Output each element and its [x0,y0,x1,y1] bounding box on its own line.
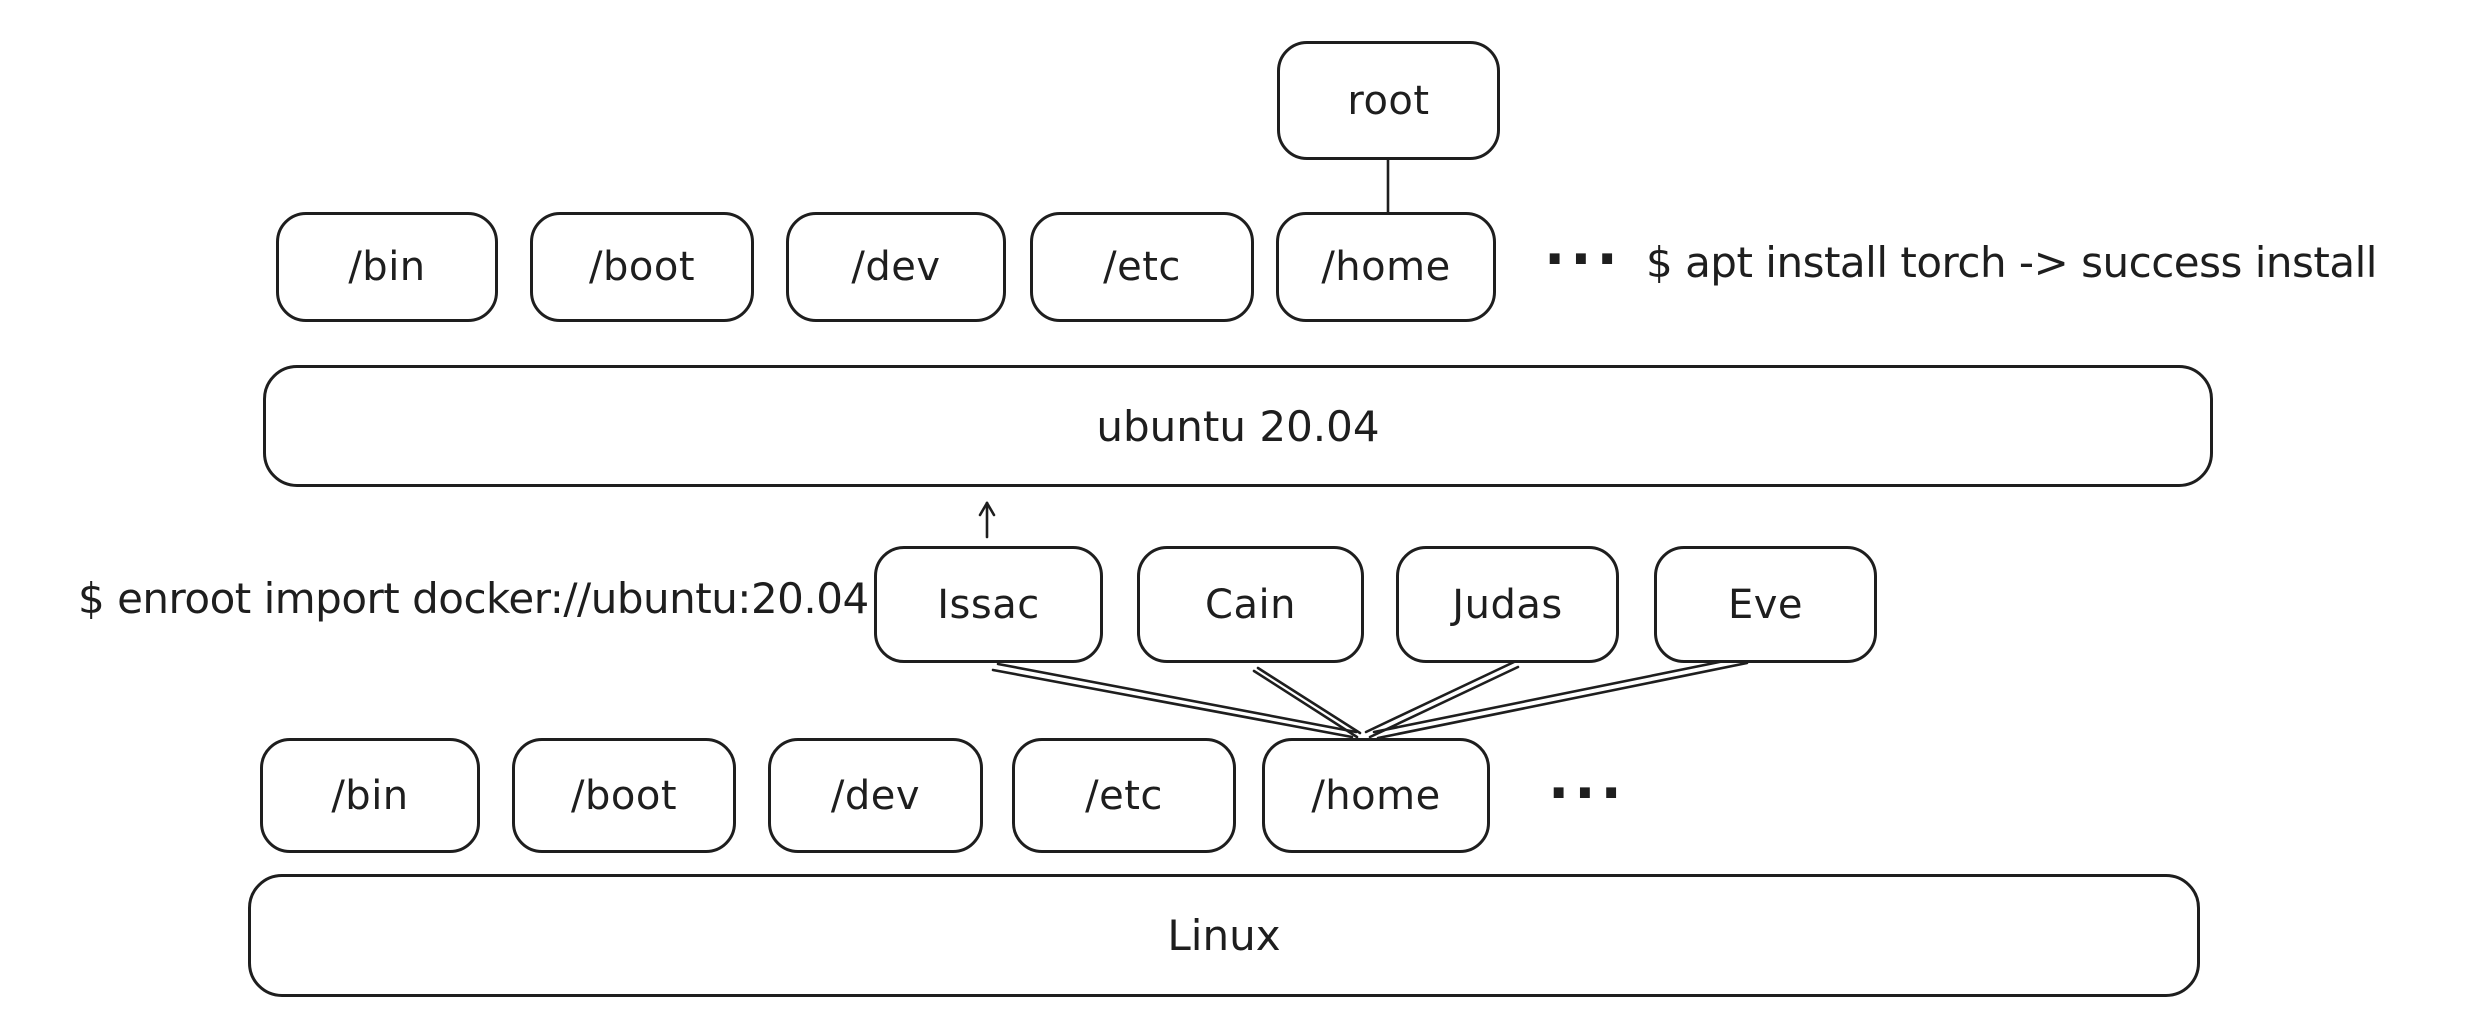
enroot-arrow-head-right [985,501,996,517]
host-dir-box-etc: /etc [1012,738,1236,853]
enroot-command-text: $ enroot import docker://ubuntu:20.04 [78,574,869,623]
container-ellipsis: ... [1544,213,1623,278]
judas-home-connector-2 [1368,665,1520,739]
user-box-cain: Cain [1137,546,1364,663]
host-ellipsis: ... [1548,747,1627,812]
container-dir-box-dev: /dev [786,212,1006,322]
container-dir-box-home: /home [1276,212,1496,322]
eve-home-connector-2 [1376,661,1749,740]
apt-command-text: $ apt install torch -> success install [1646,238,2377,287]
ubuntu-bar: ubuntu 20.04 [263,365,2213,487]
issac-home-connector-2 [991,668,1354,739]
issac-home-connector [996,662,1358,734]
host-dir-box-dev: /dev [768,738,983,853]
enroot-arrow-head-left [978,501,989,517]
cain-home-connector [1256,666,1362,735]
linux-bar: Linux [248,874,2200,997]
container-dir-box-bin: /bin [276,212,498,322]
cain-home-connector-2 [1252,669,1359,739]
user-box-judas: Judas [1396,546,1619,663]
root-box: root [1277,41,1500,160]
host-dir-box-home: /home [1262,738,1490,853]
judas-home-connector [1364,660,1516,734]
container-dir-box-boot: /boot [530,212,754,322]
user-box-eve: Eve [1654,546,1877,663]
eve-home-connector [1372,655,1746,734]
container-dir-box-etc: /etc [1030,212,1254,322]
host-dir-box-bin: /bin [260,738,480,853]
host-dir-box-boot: /boot [512,738,736,853]
user-box-issac: Issac [874,546,1103,663]
